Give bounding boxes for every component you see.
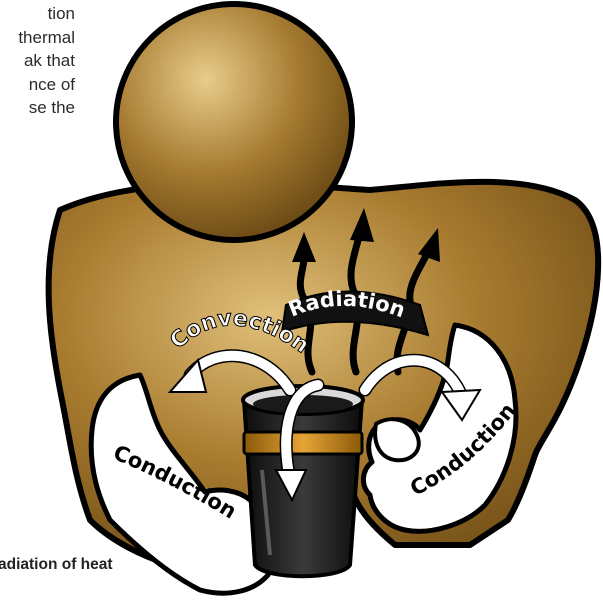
head [116, 4, 352, 240]
figure-caption: adiation of heat [0, 556, 113, 574]
cup-band [244, 432, 362, 454]
cup [243, 386, 363, 576]
right-thumb [375, 419, 419, 460]
